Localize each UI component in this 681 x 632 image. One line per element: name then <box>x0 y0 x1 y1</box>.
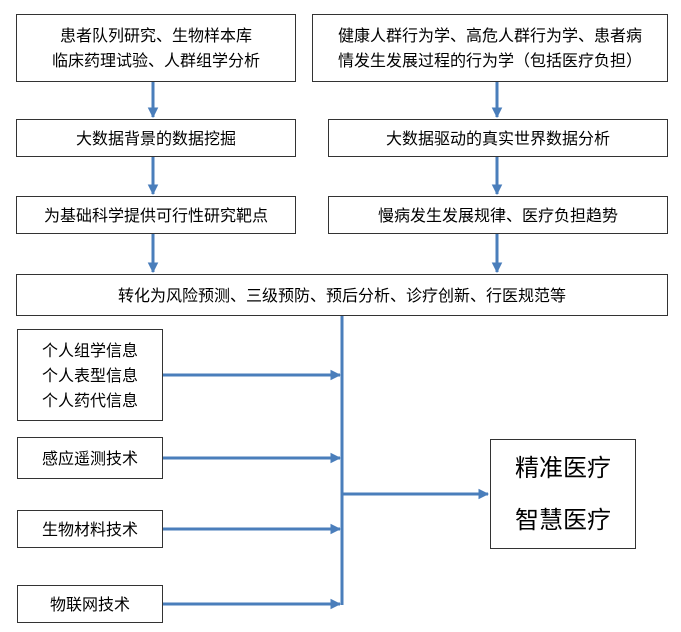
box-remote-sensing-label: 感应遥测技术 <box>41 448 138 468</box>
box-chronic-disease-trends: 慢病发生发展规律、医疗负担趋势 <box>328 196 668 234</box>
box-personal-info-line-3: 个人药代信息 <box>41 390 138 410</box>
box-cohort-research-line-2: 临床药理试验、人群组学分析 <box>51 51 260 70</box>
box-iot-label: 物联网技术 <box>49 594 130 614</box>
box-personal-info-line-1: 个人组学信息 <box>41 340 138 360</box>
box-cohort-research: 患者队列研究、生物样本库 临床药理试验、人群组学分析 <box>16 14 296 82</box>
box-behavioral-studies: 健康人群行为学、高危人群行为学、患者病 情发生发展过程的行为学（包括医疗负担） <box>312 14 668 82</box>
box-chronic-disease-trends-label: 慢病发生发展规律、医疗负担趋势 <box>377 205 618 225</box>
box-real-world-analysis-label: 大数据驱动的真实世界数据分析 <box>385 128 610 148</box>
box-cohort-research-line-1: 患者队列研究、生物样本库 <box>59 26 252 45</box>
box-personal-info: 个人组学信息 个人表型信息 个人药代信息 <box>17 329 163 421</box>
box-data-mining-label: 大数据背景的数据挖掘 <box>75 128 236 148</box>
box-data-mining: 大数据背景的数据挖掘 <box>16 119 296 157</box>
box-research-targets: 为基础科学提供可行性研究靶点 <box>16 196 296 234</box>
box-remote-sensing: 感应遥测技术 <box>17 437 163 479</box>
box-result-line-1: 精准医疗 <box>515 454 611 482</box>
box-translation: 转化为风险预测、三级预防、预后分析、诊疗创新、行医规范等 <box>16 274 668 316</box>
box-translation-label: 转化为风险预测、三级预防、预后分析、诊疗创新、行医规范等 <box>117 285 566 305</box>
box-iot: 物联网技术 <box>17 585 163 623</box>
box-result-line-2: 智慧医疗 <box>515 506 611 534</box>
box-behavioral-studies-line-2: 情发生发展过程的行为学（包括医疗负担） <box>337 51 642 70</box>
box-biomaterials: 生物材料技术 <box>17 510 163 548</box>
box-research-targets-label: 为基础科学提供可行性研究靶点 <box>43 205 268 225</box>
box-real-world-analysis: 大数据驱动的真实世界数据分析 <box>328 119 668 157</box>
box-precision-smart-medicine: 精准医疗 智慧医疗 <box>490 439 636 549</box>
box-behavioral-studies-line-1: 健康人群行为学、高危人群行为学、患者病 <box>337 26 642 45</box>
box-biomaterials-label: 生物材料技术 <box>41 519 138 539</box>
box-personal-info-line-2: 个人表型信息 <box>41 365 138 385</box>
